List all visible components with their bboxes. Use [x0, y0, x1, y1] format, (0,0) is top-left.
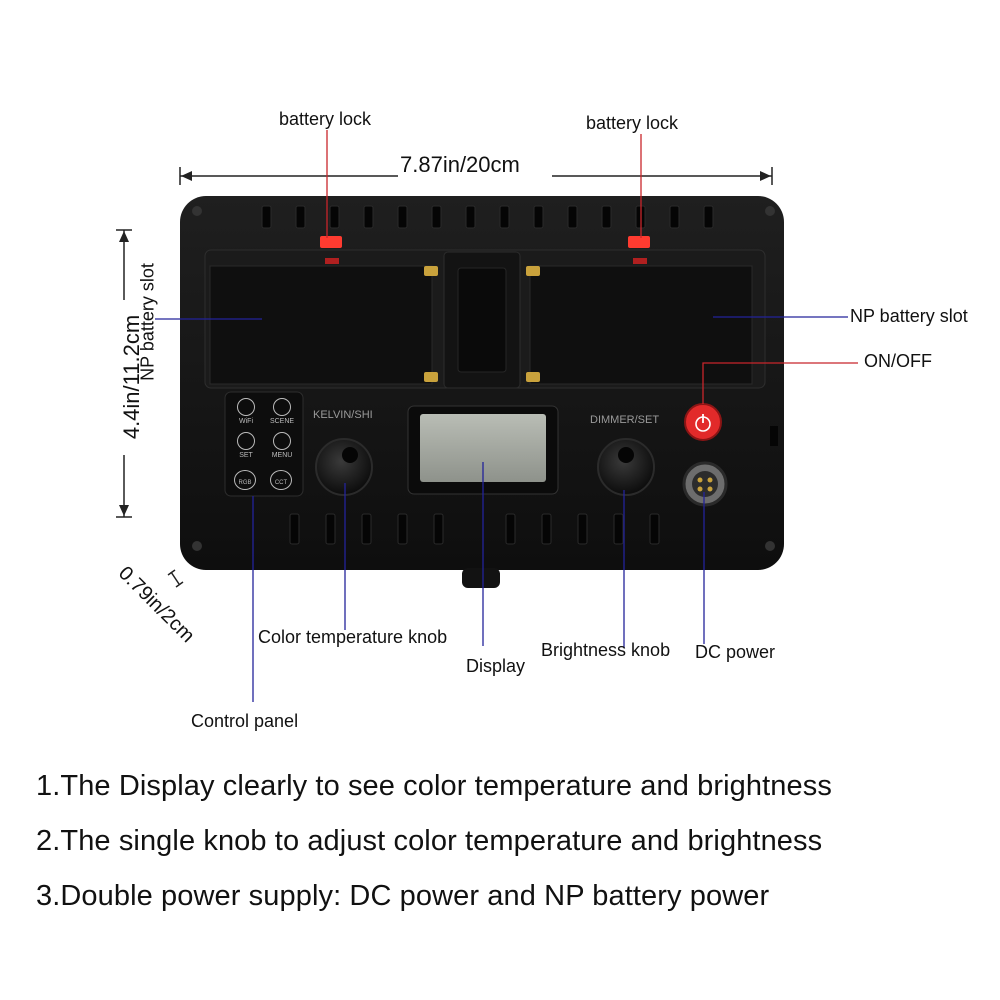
cct-button[interactable]: CCT: [270, 470, 292, 490]
set-button[interactable]: SET: [231, 432, 261, 459]
display-label: Display: [466, 656, 526, 676]
depth-marker: [167, 569, 184, 588]
kelvin-printed-label: KELVIN/SHI: [313, 409, 373, 421]
np-slot-right-label: NP battery slot: [850, 306, 968, 326]
on-off-label: ON/OFF: [864, 351, 932, 371]
feature-2: 2.The single knob to adjust color temper…: [36, 825, 823, 857]
brightness-knob-label: Brightness knob: [541, 640, 671, 660]
dimmer-printed-label: DIMMER/SET: [590, 414, 660, 426]
leader-lines: [155, 130, 858, 702]
control-panel-label: Control panel: [191, 711, 299, 731]
height-dimension: [116, 229, 132, 518]
battery-lock-right-label: battery lock: [586, 113, 679, 133]
battery-lock-left-label: battery lock: [279, 109, 372, 129]
np-slot-left-label: NP battery slot: [137, 263, 158, 381]
width-dimension: [179, 167, 773, 185]
menu-button[interactable]: MENU: [267, 432, 297, 459]
feature-1: 1.The Display clearly to see color tempe…: [36, 770, 832, 802]
color-temp-knob-label: Color temperature knob: [258, 627, 448, 647]
feature-3: 3.Double power supply: DC power and NP b…: [36, 880, 770, 912]
width-label: 7.87in/20cm: [400, 152, 520, 177]
wifi-button[interactable]: WiFi: [231, 398, 261, 425]
dc-power-label: DC power: [695, 642, 776, 662]
scene-button[interactable]: SCENE: [267, 398, 297, 425]
control-panel-buttons: WiFi SCENE SET MENU RGB CCT: [229, 398, 299, 494]
led-panel-body: [180, 196, 784, 588]
rgb-button[interactable]: RGB: [234, 470, 256, 490]
